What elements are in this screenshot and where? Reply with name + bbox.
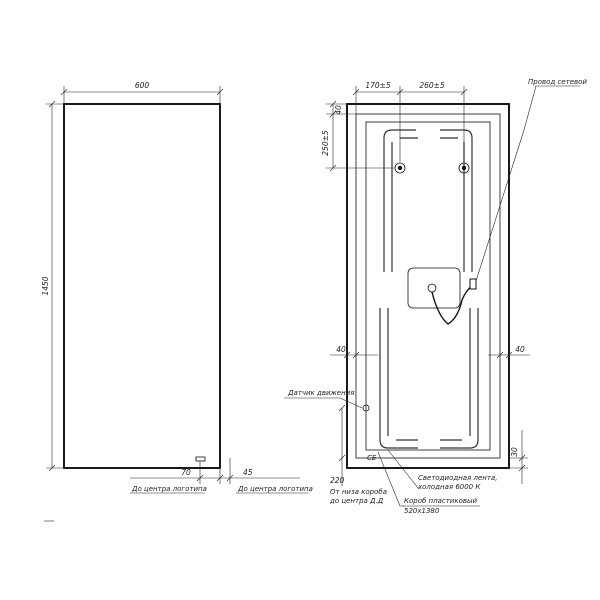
- motion-sensor-label: Датчик движения: [287, 389, 354, 397]
- back-view: Провод сетевой 170±5 260±5 40 250±5 40 4…: [284, 78, 587, 515]
- front-offset-left-caption: До центра логотипа: [131, 485, 207, 493]
- front-offset-right-caption: До центра логотипа: [237, 485, 313, 493]
- front-height-label: 1450: [41, 276, 50, 295]
- front-width-label: 600: [135, 81, 150, 90]
- sensor-from-caption-1: От низа короба: [330, 488, 387, 496]
- logo-offset-tick-3: [226, 474, 234, 482]
- sensor-dim-tick-1: [338, 404, 346, 412]
- front-offset-left-label: 70: [181, 468, 191, 477]
- led-strip-lower-left: [379, 308, 418, 449]
- junction-box-port: [427, 283, 437, 293]
- junction-box: [407, 267, 461, 309]
- top-dim-tick-2: [396, 88, 404, 96]
- led-strip-upper-left: [383, 129, 416, 272]
- side-dim-right-tick-2: [505, 351, 513, 359]
- dim-left-top-label: 170±5: [365, 81, 391, 90]
- logo-marker: [195, 456, 206, 462]
- top-dim-tick-3: [460, 88, 468, 96]
- mount-hole-right: [458, 162, 470, 174]
- plastic-box-outline: [355, 113, 501, 459]
- side-dim-left-tick-2: [352, 351, 360, 359]
- dim-bottom-220-label: 220: [330, 476, 345, 485]
- dim-side-right-label: 40: [515, 345, 525, 354]
- motion-sensor-leader: [284, 397, 363, 409]
- power-cable: [431, 283, 475, 325]
- box-label-1: Короб пластиковый: [404, 497, 477, 505]
- mirror-front-outline: [63, 103, 221, 469]
- box-label-2: 520х1380: [404, 507, 440, 515]
- vdim-tick-2: [329, 110, 337, 118]
- front-offset-right-label: 45: [243, 468, 253, 477]
- height-dim-tick-top: [48, 100, 56, 108]
- dim-top-40-label: 40: [334, 105, 343, 115]
- led-strip-upper-right: [440, 129, 473, 272]
- side-dim-right-tick-1: [496, 351, 504, 359]
- front-view: 600 1450 70 До центра логотипа 45 До цен…: [41, 81, 313, 522]
- mount-hole-left: [394, 162, 406, 174]
- led-label-2: холодная 6000 К: [417, 483, 481, 491]
- led-label-leader: [387, 449, 420, 489]
- inner-box-outline: [365, 121, 491, 451]
- top-dim-tick-1: [352, 88, 360, 96]
- mirror-back-outline: [346, 103, 510, 469]
- bottom-dim-tick-1: [518, 454, 526, 462]
- dim-vertical-250-label: 250±5: [321, 130, 330, 156]
- sensor-dim-tick-2: [338, 454, 346, 462]
- vdim-tick-3: [329, 164, 337, 172]
- power-plug: [469, 278, 477, 290]
- led-label-1: Светодиодная лента,: [418, 474, 497, 482]
- logo-offset-tick-1: [196, 474, 204, 482]
- motion-sensor: [362, 404, 370, 412]
- side-dim-left-tick-1: [343, 351, 351, 359]
- dim-bottom-30-label: 30: [510, 447, 519, 457]
- led-strip-lower-right: [440, 308, 479, 449]
- power-cable-label: Провод сетевой: [528, 78, 587, 86]
- sensor-from-caption-2: до центра Д.Д: [329, 497, 384, 505]
- vdim-tick-1: [329, 100, 337, 108]
- dim-side-left-label: 40: [336, 345, 346, 354]
- bottom-dim-tick-2: [518, 464, 526, 472]
- dim-right-top-label: 260±5: [419, 81, 445, 90]
- height-dim-tick-bottom: [48, 464, 56, 472]
- width-dim-tick-right: [216, 88, 224, 96]
- power-cable-leader: [475, 85, 580, 282]
- ce-mark: СЕ: [367, 454, 377, 462]
- width-dim-tick-left: [60, 88, 68, 96]
